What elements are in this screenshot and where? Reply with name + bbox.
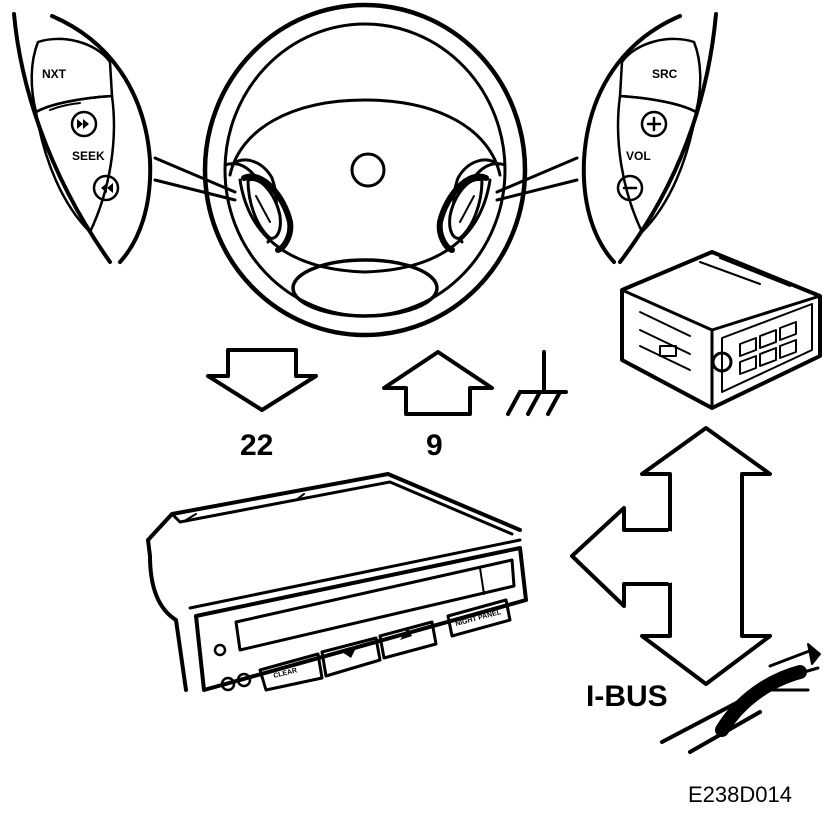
fast-forward-icon <box>70 110 98 138</box>
ibus-left-arrow <box>570 506 673 608</box>
seek-label: SEEK <box>72 149 105 163</box>
bus-cable <box>660 643 821 754</box>
minus-icon <box>616 174 644 202</box>
ibus-bidirectional-arrow <box>640 426 772 686</box>
info-display-unit: CLEAR NIGHT PANEL <box>146 472 528 692</box>
radio-knob <box>711 351 733 373</box>
wheel-right-controls <box>436 158 500 253</box>
horn-center <box>350 152 386 188</box>
wheel-left-controls <box>230 158 294 253</box>
output-pin-number: 22 <box>240 429 273 462</box>
light-sensor <box>213 643 227 657</box>
scroll-up-button[interactable] <box>378 620 438 660</box>
src-button-label: SRC <box>652 67 678 81</box>
input-pin-number: 9 <box>426 429 443 462</box>
ibus-label: I-BUS <box>586 680 668 713</box>
ground-symbol-icon <box>506 350 568 416</box>
rewind-icon <box>92 174 120 202</box>
input-arrow-up <box>382 350 494 416</box>
nxt-button-label: NXT <box>42 67 67 81</box>
left-switch-pad: NXT SEEK <box>12 12 237 264</box>
figure-code: E238D014 <box>688 782 792 807</box>
radio-head-unit <box>620 250 822 410</box>
output-arrow-down <box>206 348 318 412</box>
plus-icon <box>640 110 668 138</box>
adjust-knobs <box>220 672 252 692</box>
scroll-down-button[interactable] <box>320 636 382 678</box>
steering-wheel <box>202 2 528 338</box>
vol-label: VOL <box>626 149 651 163</box>
right-switch-pad: SRC VOL <box>495 12 718 264</box>
